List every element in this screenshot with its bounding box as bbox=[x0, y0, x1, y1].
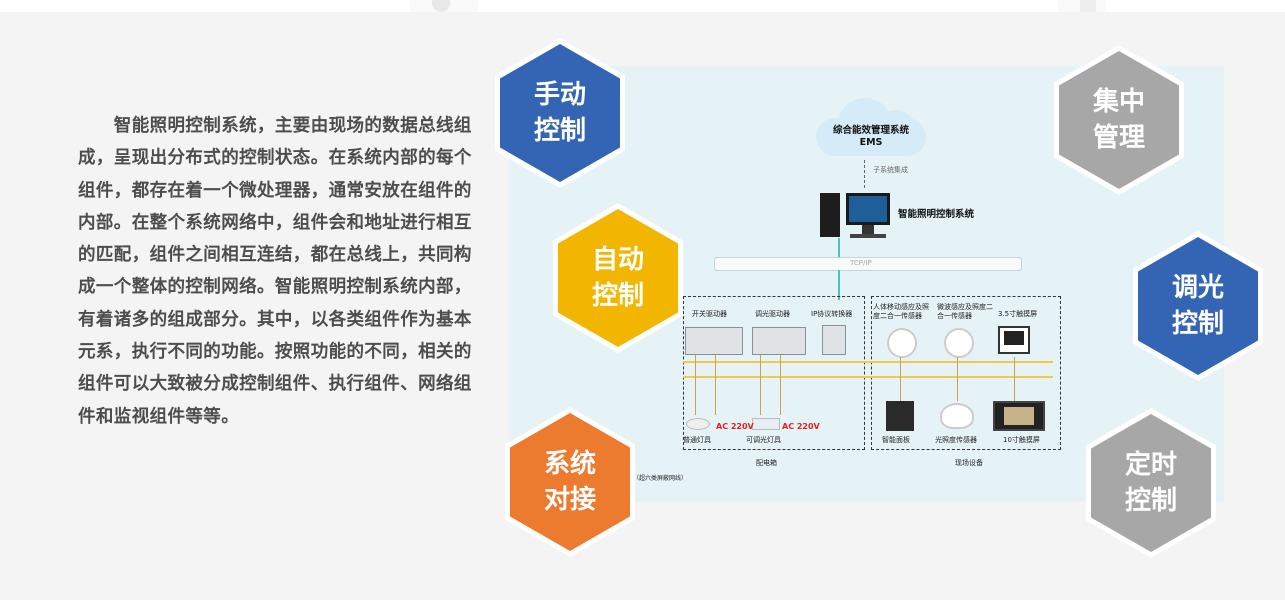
microwave-sensor-icon bbox=[944, 328, 974, 358]
cable-note: （超六类屏蔽网线） bbox=[633, 475, 688, 482]
normal-lamp-icon bbox=[686, 418, 710, 430]
smart-panel-label: 智能面板 bbox=[882, 436, 910, 444]
dimmable-lamp-icon bbox=[752, 418, 780, 430]
bus-wire-1 bbox=[683, 361, 1053, 363]
body-sensor-label: 人体移动感应及照度二合一传感器 bbox=[873, 303, 929, 320]
light-sensor-icon bbox=[940, 403, 974, 429]
wire bbox=[715, 355, 716, 415]
wire bbox=[1014, 357, 1015, 401]
monitor-stand bbox=[862, 225, 874, 235]
manual-control-hex: 手动 控制 bbox=[500, 44, 620, 182]
subsystem-integration-label: 子系统集成 bbox=[873, 166, 908, 174]
touchscreen-10-icon bbox=[993, 401, 1045, 431]
computer-tower-icon bbox=[820, 193, 840, 237]
network-line bbox=[838, 238, 840, 257]
normal-lamp-label: 普通灯具 bbox=[683, 436, 711, 444]
top-strip-decoration bbox=[432, 0, 450, 12]
ip-converter-device bbox=[822, 325, 846, 355]
switch-driver-label: 开关驱动器 bbox=[692, 310, 727, 318]
auto-control-hex: 自动 控制 bbox=[558, 209, 678, 347]
system-integration-hex: 系统 对接 bbox=[510, 413, 630, 551]
dimming-driver-label: 调光驱动器 bbox=[755, 310, 790, 318]
distribution-box-frame bbox=[683, 296, 865, 450]
dimmable-lamp-label: 可调光灯具 bbox=[746, 436, 781, 444]
ems-link-line bbox=[864, 160, 865, 188]
dimming-control-hex: 调光 控制 bbox=[1138, 237, 1258, 375]
monitor-icon bbox=[846, 193, 890, 225]
network-bus bbox=[714, 257, 1022, 271]
bus-wire-2 bbox=[683, 376, 1053, 378]
cloud-icon bbox=[816, 96, 926, 156]
bus-label: TCP/IP bbox=[850, 259, 872, 267]
top-strip-right bbox=[1106, 0, 1285, 12]
microwave-sensor-label: 微波感应及照度二合一传感器 bbox=[937, 303, 993, 320]
ip-converter-label: IP协议转换器 bbox=[811, 310, 853, 318]
ems-title: 综合能效管理系统 bbox=[832, 125, 909, 136]
smart-panel-icon bbox=[886, 401, 914, 431]
top-strip-middle bbox=[478, 0, 1058, 12]
wire bbox=[957, 357, 958, 401]
body-sensor-icon bbox=[887, 328, 917, 358]
intro-paragraph: 智能照明控制系统，主要由现场的数据总线组成，呈现出分布式的控制状态。在系统内部的… bbox=[78, 116, 472, 427]
lighting-control-system-label: 智能照明控制系统 bbox=[898, 209, 975, 220]
distribution-box-label: 配电箱 bbox=[756, 459, 777, 467]
ac-voltage-label-2: AC 220V bbox=[782, 422, 820, 431]
top-strip-decoration-right bbox=[1080, 0, 1096, 12]
ac-voltage-label-1: AC 220V bbox=[716, 422, 754, 431]
switch-driver-device bbox=[685, 327, 743, 355]
touchscreen-3-5-icon bbox=[998, 326, 1030, 354]
touchscreen-10-label: 10寸触摸屏 bbox=[1003, 436, 1040, 444]
top-strip bbox=[0, 0, 1285, 12]
wire bbox=[780, 355, 781, 415]
dimming-driver-device bbox=[752, 327, 806, 355]
field-devices-label: 现场设备 bbox=[955, 459, 983, 467]
light-sensor-label: 光照度传感器 bbox=[935, 436, 977, 444]
touchscreen-3-5-label: 3.5寸触摸屏 bbox=[998, 310, 1038, 318]
wire bbox=[900, 357, 901, 401]
timed-control-hex: 定时 控制 bbox=[1091, 414, 1211, 552]
top-strip-left bbox=[0, 0, 410, 12]
centralized-management-hex: 集中 管理 bbox=[1059, 51, 1179, 189]
wire bbox=[695, 355, 696, 415]
wire bbox=[760, 355, 761, 415]
ems-abbrev: EMS bbox=[859, 137, 883, 148]
field-devices-frame bbox=[871, 296, 1061, 450]
keyboard-icon bbox=[850, 234, 886, 238]
network-line-lower bbox=[838, 270, 840, 300]
